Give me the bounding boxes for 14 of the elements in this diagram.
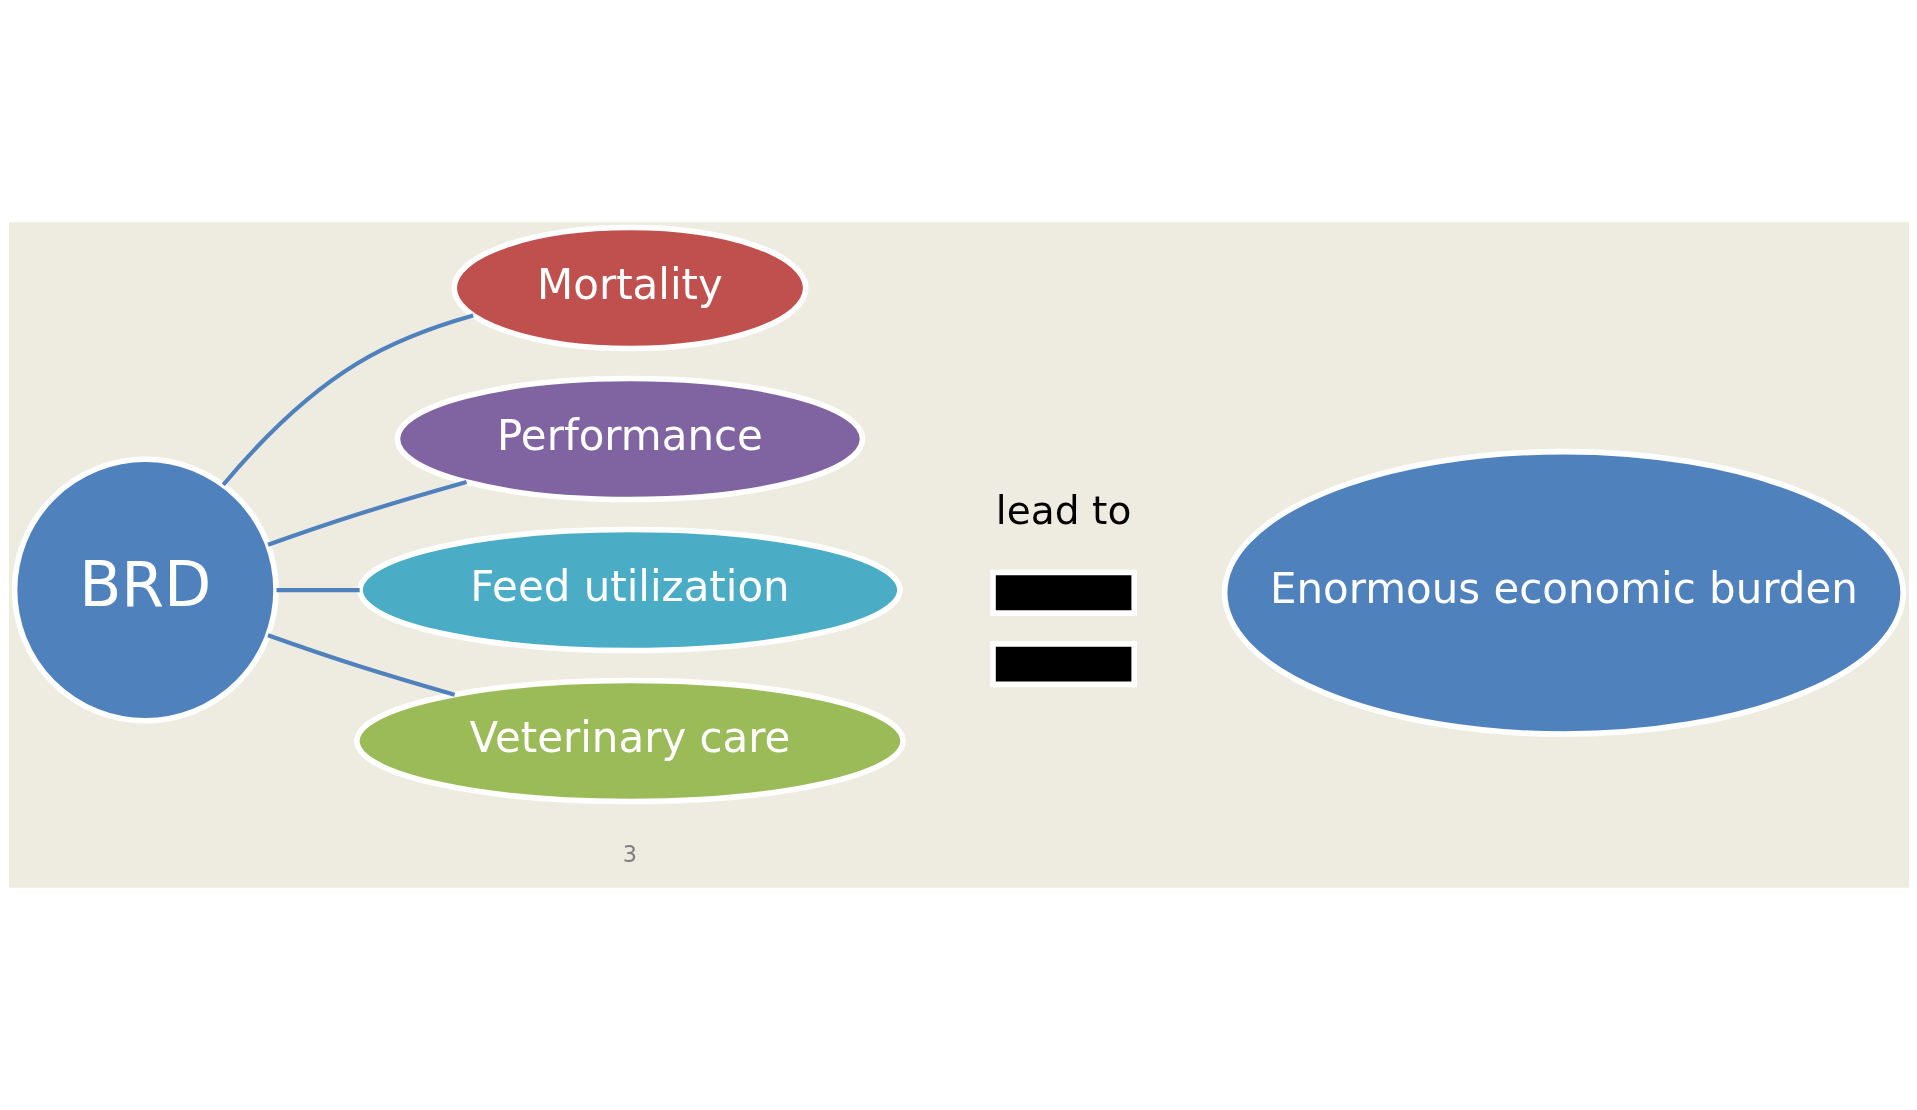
node-circle: BRD	[11, 456, 279, 724]
node-bar	[989, 569, 1137, 616]
label: 3	[622, 841, 637, 868]
connector	[221, 313, 474, 487]
node-ellipse: Mortality	[450, 224, 809, 352]
node-ellipse: Performance	[394, 375, 865, 503]
connector	[266, 480, 467, 547]
node-ellipse: Feed utilization	[356, 526, 903, 654]
connector	[276, 587, 360, 593]
connector	[266, 633, 455, 697]
label: lead to	[995, 488, 1131, 534]
node-bar	[989, 641, 1137, 688]
node-ellipse: Veterinary care	[353, 677, 906, 805]
node-ellipse: Enormous economic burden	[1221, 448, 1906, 737]
